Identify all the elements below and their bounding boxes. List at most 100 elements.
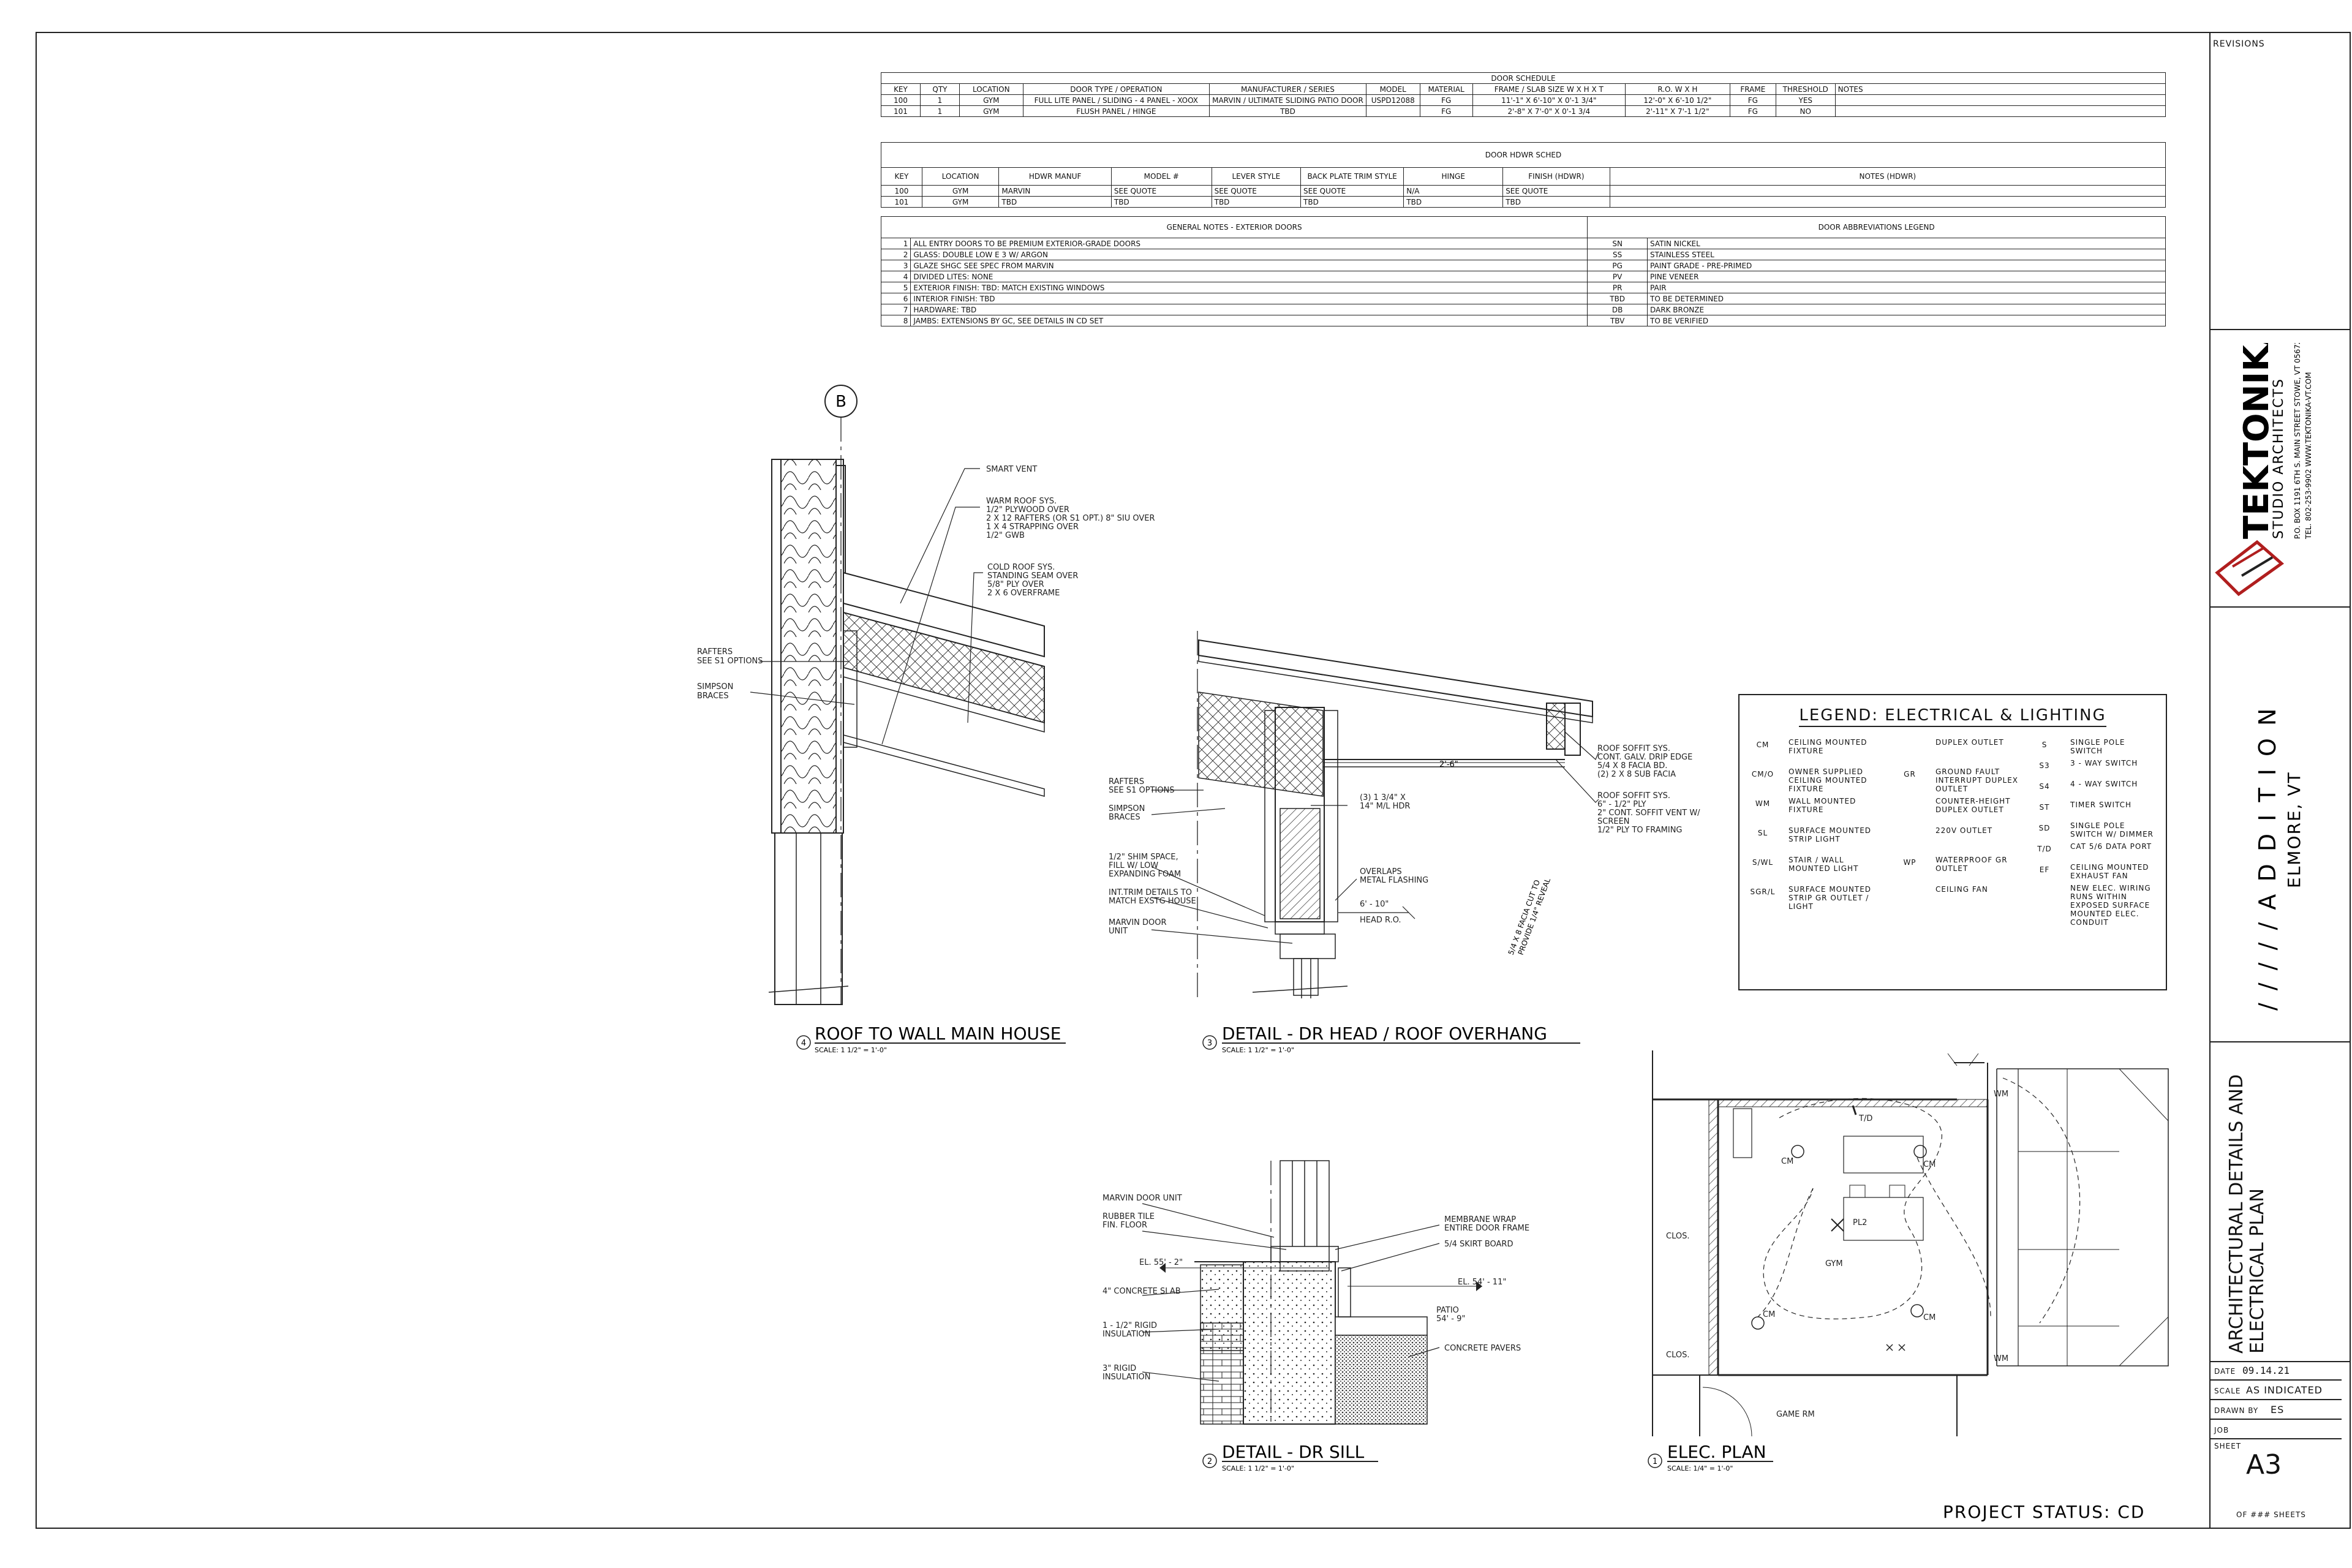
detail-note: 1/2" SHIM SPACE,	[1109, 853, 1178, 862]
tb-drawn: ES	[2271, 1404, 2285, 1415]
hardware-schedule-header-cell: NOTES (HDWR)	[1609, 167, 2166, 186]
detail-note: 2 X 12 RAFTERS (OR S1 OPT.) 8" SIU OVER	[986, 514, 1155, 523]
legend-label: DUPLEX OUTLET	[1936, 738, 2004, 747]
tb-date: 09.14.21	[2242, 1365, 2290, 1376]
hardware-schedule-row-cell: TBD	[998, 196, 1112, 208]
legend-label: STAIR / WALL MOUNTED LIGHT	[1789, 856, 1859, 873]
general-note-number: 8	[880, 315, 911, 326]
detail-3-title: DETAIL - DR HEAD / ROOF OVERHANG	[1222, 1023, 1547, 1044]
detail-note: METAL FLASHING	[1360, 876, 1428, 885]
door-schedule-header-cell: KEY	[881, 83, 921, 95]
tb-sheet-of: OF ### SHEETS	[2236, 1510, 2306, 1519]
door-schedule-header-cell: QTY	[919, 83, 960, 95]
hardware-schedule-header-cell: KEY	[881, 167, 922, 186]
firm-contact: TEL. 802-253-9902 WWW.TEKTONIKA-VT.COM	[2304, 372, 2313, 540]
tb-job-row: JOB	[2209, 1420, 2342, 1439]
detail-4-scale: SCALE: 1 1/2" = 1'-0"	[815, 1046, 887, 1054]
hardware-schedule-header-cell: LOCATION	[921, 167, 1000, 186]
detail-door-head: 2'-6" 5/4 X 8 FACIA CUT TO PROVIDE 1/4" …	[1109, 631, 1700, 1054]
sheet-title: ARCHITECTURAL DETAILS AND ELECTRICAL PLA…	[2226, 1074, 2268, 1354]
door-schedule-row-cell: 1	[919, 105, 960, 117]
legend-label: TIMER SWITCH	[2070, 801, 2132, 809]
abbrev-meaning: DARK BRONZE	[1647, 304, 2166, 315]
legend-symbol-icon: S3	[2039, 761, 2050, 770]
door-schedule-row-cell: GYM	[959, 94, 1023, 106]
detail-note: 1 X 4 STRAPPING OVER	[986, 522, 1079, 532]
detail-1-number: 1	[1653, 1457, 1657, 1466]
firm-address: P.O. BOX 1191 6TH S. MAIN STREET STOWE, …	[2293, 343, 2302, 539]
abbrev-meaning: PAINT GRADE - PRE-PRIMED	[1647, 260, 2166, 271]
door-schedule-header-cell: FRAME	[1729, 83, 1776, 95]
detail-note: FIN. FLOOR	[1102, 1221, 1147, 1230]
hardware-schedule-row-cell: 101	[881, 196, 922, 208]
legend-symbol-icon: SGR/L	[1750, 888, 1776, 896]
legend-item: DUPLEX OUTLET	[1891, 738, 2020, 767]
plan-label: CLOS.	[1666, 1232, 1689, 1241]
detail-2-scale: SCALE: 1 1/2" = 1'-0"	[1222, 1464, 1294, 1472]
detail-note: 3" RIGID	[1102, 1364, 1136, 1373]
legend-label: 220V OUTLET	[1936, 826, 1993, 835]
legend-symbol-icon: S/WL	[1752, 858, 1774, 867]
detail-note: WARM ROOF SYS.	[986, 497, 1057, 506]
title-block	[2209, 32, 2351, 1529]
legend-item: SGR/L SURFACE MOUNTED STRIP GR OUTLET / L…	[1744, 885, 1885, 914]
firm-subtitle: STUDIO ARCHITECTS	[2271, 378, 2286, 539]
detail-2-number: 2	[1207, 1457, 1212, 1466]
plan-label: GYM	[1825, 1259, 1843, 1268]
sheet-border	[36, 32, 2351, 1529]
plan-label: WM	[1994, 1354, 2008, 1363]
detail-note: EXPANDING FOAM	[1109, 870, 1181, 879]
general-notes-title: GENERAL NOTES - EXTERIOR DOORS	[880, 216, 1588, 238]
detail-note: EL. 55' - 2"	[1139, 1258, 1183, 1267]
legend-label: SINGLE POLE SWITCH	[2070, 738, 2125, 755]
hardware-schedule-row-cell: GYM	[921, 185, 1000, 197]
door-schedule-row-cell: FG	[1729, 105, 1776, 117]
hardware-schedule-row-cell: SEE QUOTE	[1110, 185, 1212, 197]
hardware-schedule-row-cell: TBD	[1403, 196, 1504, 208]
legend-symbol-icon: WP	[1903, 858, 1917, 867]
detail-note: ROOF SOFFIT SYS.	[1597, 744, 1670, 753]
detail-note: 5/4 SKIRT BOARD	[1444, 1240, 1513, 1249]
legend-symbol-icon: WM	[1755, 799, 1771, 808]
door-schedule-row-cell: USPD12088	[1365, 94, 1420, 106]
dim-overhang: 2'-6"	[1439, 760, 1458, 769]
legend-label: 4 - WAY SWITCH	[2070, 780, 2138, 788]
project-name-block: / / / / / A D D I T I O N ELMORE, VT	[2254, 706, 2304, 1011]
detail-note: 4" CONCRETE SLAB	[1102, 1287, 1181, 1296]
tb-sheet-row: SHEET A3 OF ### SHEETS	[2214, 1442, 2306, 1519]
detail-note: 2" CONT. SOFFIT VENT W/	[1597, 809, 1700, 818]
detail-note: FILL W/ LOW	[1109, 861, 1158, 870]
plan-label: CM	[1923, 1160, 1936, 1169]
plan-label: CM	[1763, 1310, 1775, 1319]
door-schedule-row-cell: FULL LITE PANEL / SLIDING - 4 PANEL - XO…	[1022, 94, 1210, 106]
detail-note: SMART VENT	[986, 465, 1037, 474]
logo-mark-icon	[2215, 540, 2285, 597]
door-schedule-row-cell: TBD	[1209, 105, 1366, 117]
legend-symbol-icon: SD	[2038, 824, 2051, 832]
plan-label: PL2	[1853, 1218, 1867, 1227]
door-schedule-header-cell: R.O. W X H	[1624, 83, 1730, 95]
general-note-text: JAMBS: EXTENSIONS BY GC, SEE DETAILS IN …	[910, 315, 1588, 326]
legend-label: CEILING MOUNTED EXHAUST FAN	[2070, 863, 2149, 880]
abbrev-meaning: TO BE VERIFIED	[1647, 315, 2166, 326]
legend-symbol-icon: SL	[1757, 829, 1768, 837]
detail-note: CONT. GALV. DRIP EDGE	[1597, 753, 1692, 762]
detail-note: OVERLAPS	[1360, 867, 1402, 876]
detail-note: RAFTERS	[1109, 777, 1144, 786]
legend-label: SURFACE MOUNTED STRIP GR OUTLET / LIGHT	[1789, 885, 1872, 911]
revisions-label: REVISIONS	[2213, 39, 2265, 49]
detail-note: PATIO	[1436, 1306, 1459, 1315]
detail-note: 14" M/L HDR	[1360, 802, 1410, 811]
door-schedule-header-cell: MATERIAL	[1419, 83, 1473, 95]
door-schedule-row-cell: 100	[881, 94, 921, 106]
